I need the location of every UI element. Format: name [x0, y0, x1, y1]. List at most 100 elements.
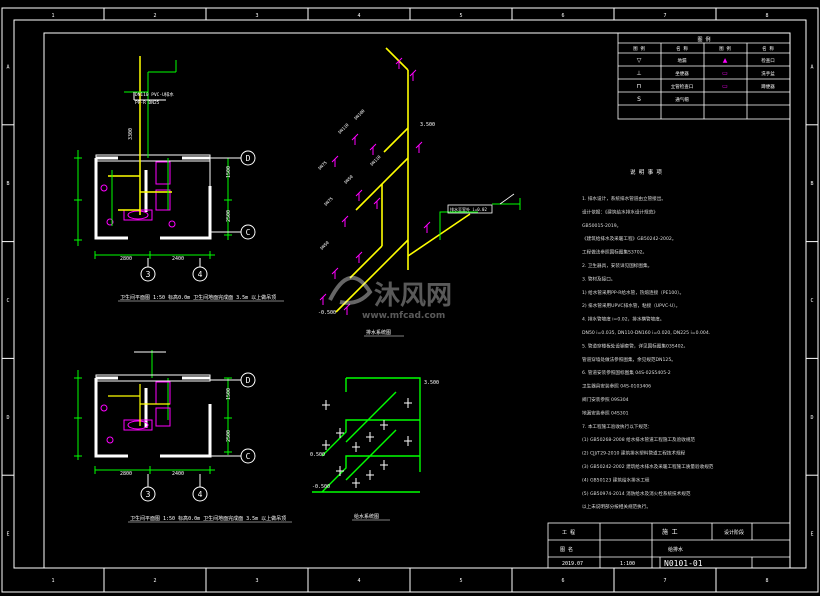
- supply-elev-a: 3.500: [424, 380, 439, 386]
- legend-name: 蹲便器: [761, 83, 775, 90]
- notes-line: 卫生器具安装参照 04S-0103406: [582, 383, 651, 390]
- row-label-right: B: [810, 181, 813, 187]
- tb-stage: 施 工: [662, 528, 678, 536]
- tb-date: 2019.07: [562, 561, 583, 567]
- upper-plan-caption: 卫生间平面图 1:50 标高0.0m 卫生间地面完成面 3.5m 以上做吊顶: [120, 294, 276, 301]
- row-label-left: A: [6, 64, 9, 70]
- legend-symbol-icon: S: [637, 96, 641, 103]
- col-label-top: 5: [459, 13, 462, 19]
- plan-tag-2: PP-R DN25: [135, 100, 160, 106]
- pipe-size-label: DN110: [369, 154, 382, 167]
- drain-elev-b: -0.500: [318, 310, 336, 316]
- legend-name: 坐便器: [675, 70, 689, 77]
- row-label-left: E: [6, 532, 9, 538]
- axis-3-lower: 3: [146, 490, 151, 499]
- col-label-bottom: 5: [459, 578, 462, 584]
- notes-line: (2) CJJ/T29-2010 建筑排水塑料管道工程技术规程: [582, 450, 686, 457]
- axis-4-lower: 4: [198, 490, 203, 499]
- dim-text-d2: 2500: [226, 430, 232, 442]
- col-label-top: 8: [765, 13, 768, 19]
- legend-symbol-icon: ▽: [637, 57, 642, 64]
- col-label-top: 1: [51, 13, 54, 19]
- supply-system-diagram: 3.500 -0.500 0.500 给水系统图: [310, 377, 439, 521]
- legend-header-cell: 图 例: [719, 45, 731, 52]
- notes-title: 说 明 事 项: [630, 168, 662, 176]
- notes-line: 设计依据：《建筑给水排水设计规范》: [582, 208, 658, 215]
- row-label-left: D: [6, 415, 9, 421]
- drain-flag: 排水至室外 i=0.02: [450, 206, 487, 212]
- plan-tag: DN110 PVC-U排水: [135, 91, 174, 98]
- col-label-bottom: 4: [357, 578, 360, 584]
- notes-line: (1) GB50268-2008 给水排水管道工程施工及验收规范: [582, 436, 695, 443]
- notes-line: 以上未说明部分按相关规范执行。: [582, 503, 651, 510]
- legend-symbol-icon: ▲: [723, 57, 728, 64]
- legend-title: 图 例: [697, 36, 710, 43]
- notes-line: 7. 本工程施工验收执行以下规范：: [582, 423, 652, 430]
- notes-line: 6. 管道安装参照国标图集 04S-02S5405-2: [582, 369, 671, 376]
- col-label-bottom: 3: [255, 578, 258, 584]
- pipe-size-label: DN75: [317, 160, 328, 171]
- col-label-top: 3: [255, 13, 258, 19]
- dim-text-d: 2500: [226, 210, 232, 222]
- col-label-bottom: 6: [561, 578, 564, 584]
- col-label-top: 6: [561, 13, 564, 19]
- row-label-left: B: [6, 181, 9, 187]
- tb-scale: 1:100: [620, 561, 635, 567]
- notes-line: 阀门安装参照 09S304: [582, 396, 629, 403]
- dim-text-c: 1500: [226, 166, 232, 178]
- axis-d-upper: D: [246, 154, 251, 163]
- row-label-right: A: [810, 64, 813, 70]
- legend-name: 立管检查口: [671, 83, 694, 90]
- tb-drawing-no: N0101-01: [664, 559, 703, 568]
- legend-symbol-icon: ⊥: [636, 70, 641, 77]
- pipe-size-label: DN50: [343, 174, 354, 185]
- supply-elev-b: -0.500: [312, 484, 330, 490]
- col-label-top: 4: [357, 13, 360, 19]
- axis-4-upper: 4: [198, 270, 203, 279]
- legend-symbol-icon: ▭: [722, 83, 728, 90]
- legend-name: 检查口: [761, 57, 775, 64]
- notes-line: 4. 排水管坡度 i=0.02，排水横管坡度。: [582, 316, 664, 323]
- axis-c-upper: C: [246, 228, 251, 237]
- legend-header-cell: 图 例: [633, 45, 645, 52]
- design-notes: 说 明 事 项 1. 排水设计，系统排水管道由立管接出。 设计依据：《建筑给水排…: [582, 168, 714, 510]
- drain-caption: 排水系统图: [366, 329, 391, 336]
- tb-project: 工 程: [562, 529, 575, 536]
- col-label-bottom: 7: [663, 578, 666, 584]
- legend-symbol-icon: ⊓: [637, 83, 642, 90]
- notes-line: 工程做法参照国标图集S3702。: [582, 249, 647, 256]
- notes-line: 2. 卫生器具，安装详见国标图集。: [582, 262, 652, 269]
- notes-line: (3) GB50242-2002 建筑给水排水及采暖工程施工质量验收规范: [582, 463, 714, 470]
- dim-text-b: 2400: [172, 256, 184, 262]
- title-block: 工 程 施 工 设计阶段 图 名 给排水 2019.07 1:100 N0101…: [547, 522, 791, 569]
- legend-name: 通气帽: [675, 96, 689, 103]
- legend-symbol-icon: ▭: [722, 70, 728, 77]
- axis-c-lower: C: [246, 452, 251, 461]
- notes-line: (5) GB50974-2014 消防给水及消火栓系统技术规范: [582, 490, 691, 497]
- row-label-right: D: [810, 415, 813, 421]
- supply-elev-c: 0.500: [310, 452, 325, 458]
- col-label-top: 2: [153, 13, 156, 19]
- dim-text-e: 3300: [128, 128, 134, 140]
- axis-d-lower: D: [246, 376, 251, 385]
- pipe-size-label: DN75: [323, 196, 334, 207]
- tb-sheet-name: 给排水: [668, 546, 683, 553]
- notes-line: 1) 给水管采用PP-R给水管，热熔连接（PE100）。: [582, 289, 684, 296]
- legend-table: 图 例 图 例名 称图 例名 称▽地漏▲检查口⊥坐便器▭洗手盆⊓立管检查口▭蹲便…: [617, 32, 791, 120]
- lower-floor-plan: 2800 2400 1500 2500 D C 3 4 卫生间平面图 1:50 …: [74, 350, 292, 523]
- legend-header-cell: 名 称: [676, 45, 688, 52]
- notes-line: 3. 管材及接口。: [582, 275, 615, 282]
- watermark: 沐风网 www.mfcad.com: [328, 275, 452, 321]
- notes-line: 1. 排水设计，系统排水管道由立管接出。: [582, 195, 666, 202]
- row-label-right: C: [810, 298, 813, 304]
- grid-ticks: [2, 8, 818, 592]
- col-label-bottom: 8: [765, 578, 768, 584]
- watermark-brand: 沐风网: [374, 281, 452, 311]
- notes-line: (4) GB50123 建筑给水排水工程: [582, 476, 650, 483]
- axis-3-upper: 3: [146, 270, 151, 279]
- notes-line: 2) 排水管采用UPVC排水管，粘接（UPVC-U）。: [582, 302, 680, 309]
- notes-line: DN50 i=0.035, DN110-DN160 i=0.020, DN225…: [582, 330, 710, 336]
